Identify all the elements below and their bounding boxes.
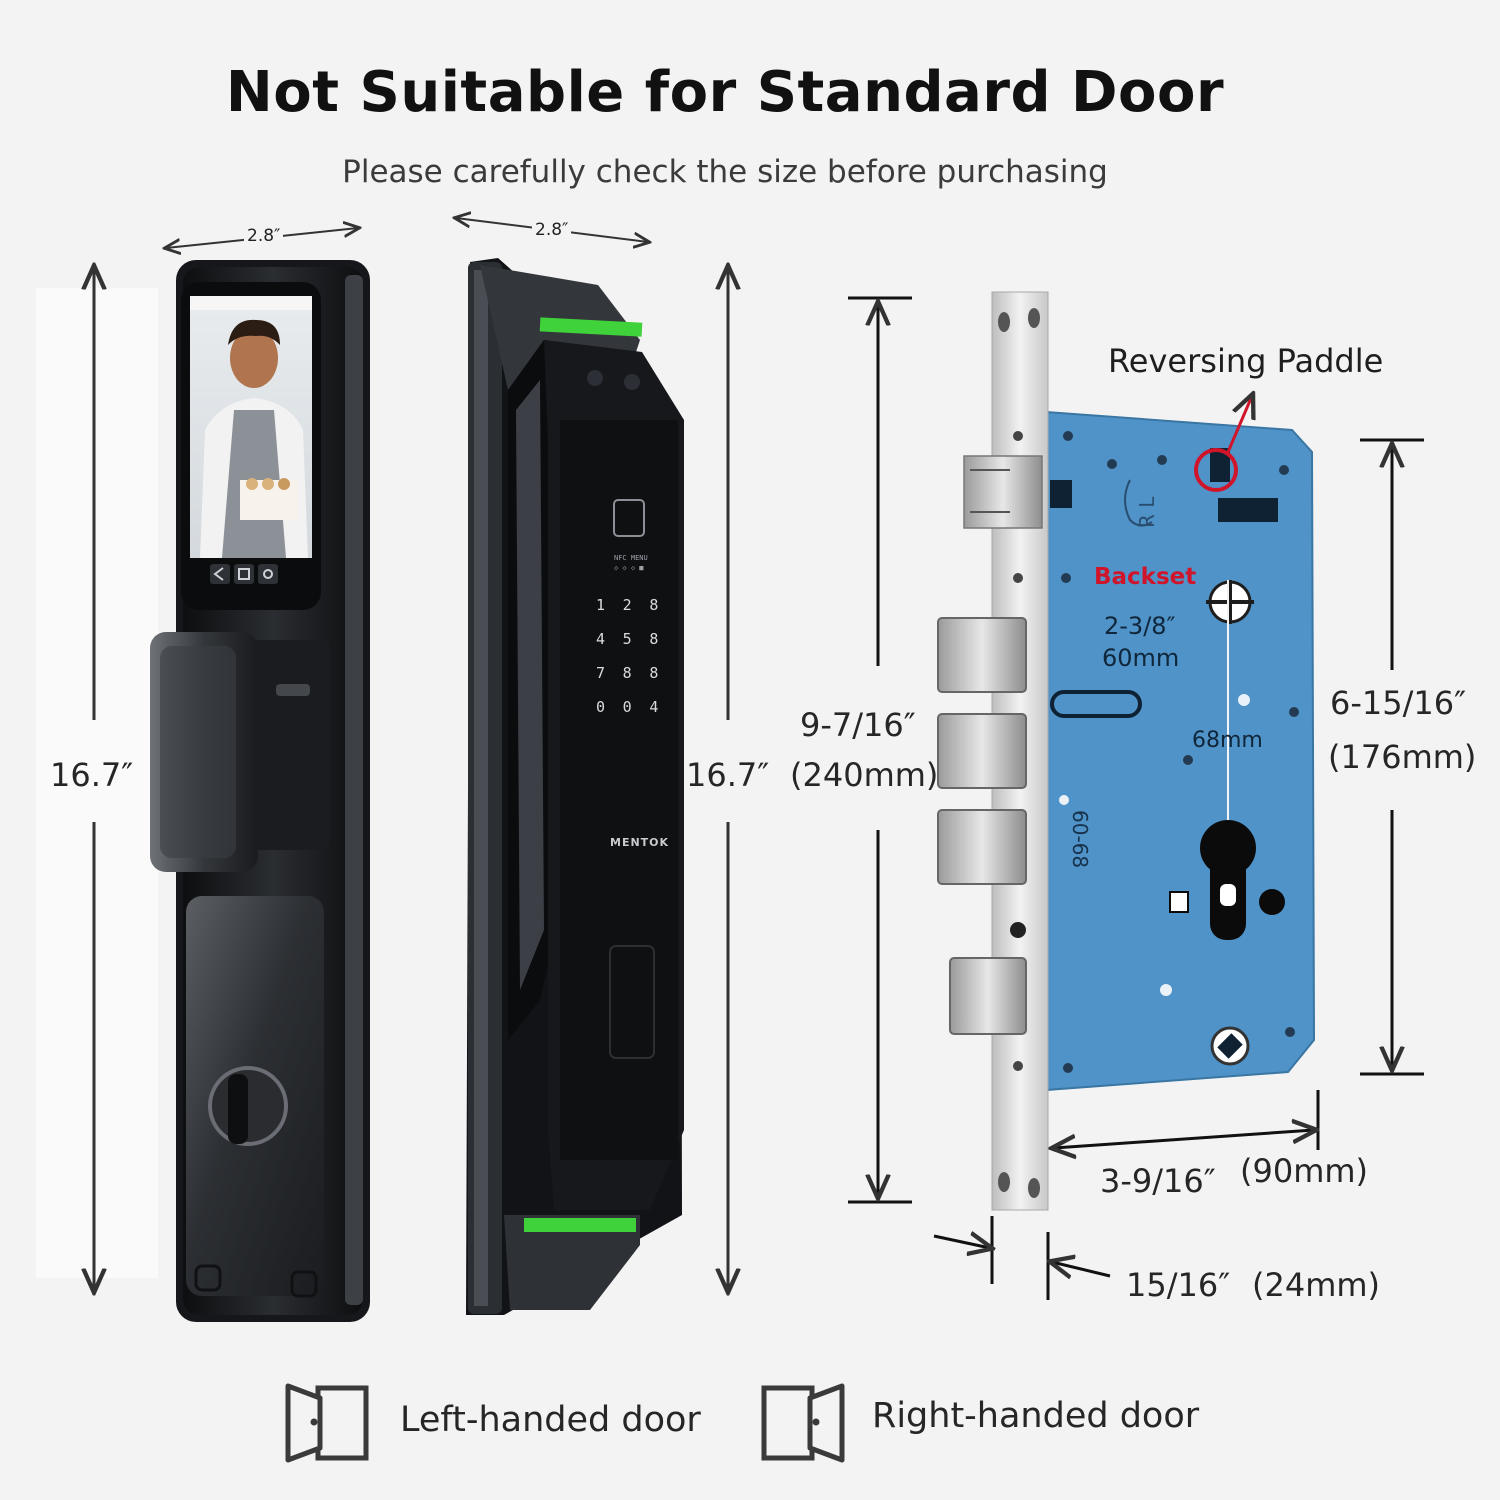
case-depth-dimension-line	[1054, 1130, 1314, 1148]
faceplate-width-dimension-line	[933, 1236, 990, 1248]
keypad-key[interactable]: 8	[649, 664, 659, 682]
deadbolt-1	[937, 617, 1027, 693]
deadbolt-4	[949, 957, 1027, 1035]
home-icon	[234, 564, 254, 584]
keypad: 1 2 8 4 5 8 7 8 8 0 0 4	[596, 596, 676, 716]
keypad-key[interactable]: 0	[596, 698, 606, 716]
keypad-key[interactable]: 8	[622, 664, 632, 682]
keypad-key[interactable]: 8	[649, 630, 659, 648]
reversing-paddle-arrow	[1226, 396, 1252, 453]
fingerprint-sensor	[613, 499, 645, 537]
faceplate-height-label: 9-7/16″	[800, 706, 916, 744]
brand-logo: MENTOK	[610, 836, 670, 849]
faceplate-width-label: 15/16″	[1126, 1266, 1231, 1304]
page-title: Not Suitable for Standard Door	[225, 60, 1225, 125]
case-depth-metric: (90mm)	[1240, 1152, 1369, 1190]
left-handed-door-label: Left-handed door	[400, 1400, 701, 1440]
right-handed-door-label: Right-handed door	[872, 1396, 1200, 1436]
keypad-key[interactable]: 4	[649, 698, 659, 716]
door-open-left-icon	[285, 1383, 369, 1463]
backset-metric: 60mm	[1102, 644, 1180, 672]
side-width-label: 2.8″	[532, 220, 572, 240]
backdrop-panel	[36, 288, 158, 1278]
bottom-indicator-light	[524, 1218, 636, 1232]
case-height-metric: (176mm)	[1328, 738, 1477, 776]
keypad-key[interactable]: 1	[596, 596, 606, 614]
side-lock-image: NFC MENU ◇ ◇ ◇ ■	[466, 258, 684, 1315]
reversing-paddle-circle	[1194, 448, 1238, 492]
side-height-label: 16.7″	[686, 756, 770, 794]
case-depth-label: 3-9/16″	[1100, 1162, 1216, 1200]
backset-value: 2-3/8″	[1104, 612, 1176, 640]
reversing-paddle-label: Reversing Paddle	[1108, 342, 1384, 380]
top-indicator-light	[539, 317, 643, 337]
backset-label: Backset	[1094, 564, 1197, 590]
front-lock-image	[150, 260, 370, 1322]
svg-text:NFC MENU: NFC MENU	[614, 554, 648, 562]
mortise-lock-body: R L	[937, 291, 1316, 1211]
deadbolt-3	[937, 809, 1027, 885]
door-open-right-icon	[761, 1383, 845, 1463]
faceplate-width-metric: (24mm)	[1252, 1266, 1381, 1304]
svg-text:R L: R L	[1135, 496, 1159, 528]
front-width-label: 2.8″	[244, 226, 284, 246]
keypad-key[interactable]: 8	[649, 596, 659, 614]
latch-bolt	[963, 455, 1043, 529]
svg-text:◇ ◇ ◇ ■: ◇ ◇ ◇ ■	[614, 564, 644, 572]
keypad-key[interactable]: 0	[622, 698, 632, 716]
side-marking: 60-68	[1068, 810, 1092, 869]
front-height-label: 16.7″	[50, 756, 134, 794]
keypad-key[interactable]: 5	[622, 630, 632, 648]
settings-icon	[258, 564, 278, 584]
keypad-key[interactable]: 2	[622, 596, 632, 614]
page-subtitle: Please carefully check the size before p…	[342, 154, 1108, 190]
keypad-key[interactable]: 7	[596, 664, 606, 682]
faceplate-height-metric: (240mm)	[790, 756, 939, 794]
arrow-left-icon	[210, 564, 230, 584]
center-distance-label: 68mm	[1192, 728, 1263, 753]
case-height-label: 6-15/16″	[1330, 684, 1467, 722]
deadbolt-2	[937, 713, 1027, 789]
keypad-key[interactable]: 4	[596, 630, 606, 648]
